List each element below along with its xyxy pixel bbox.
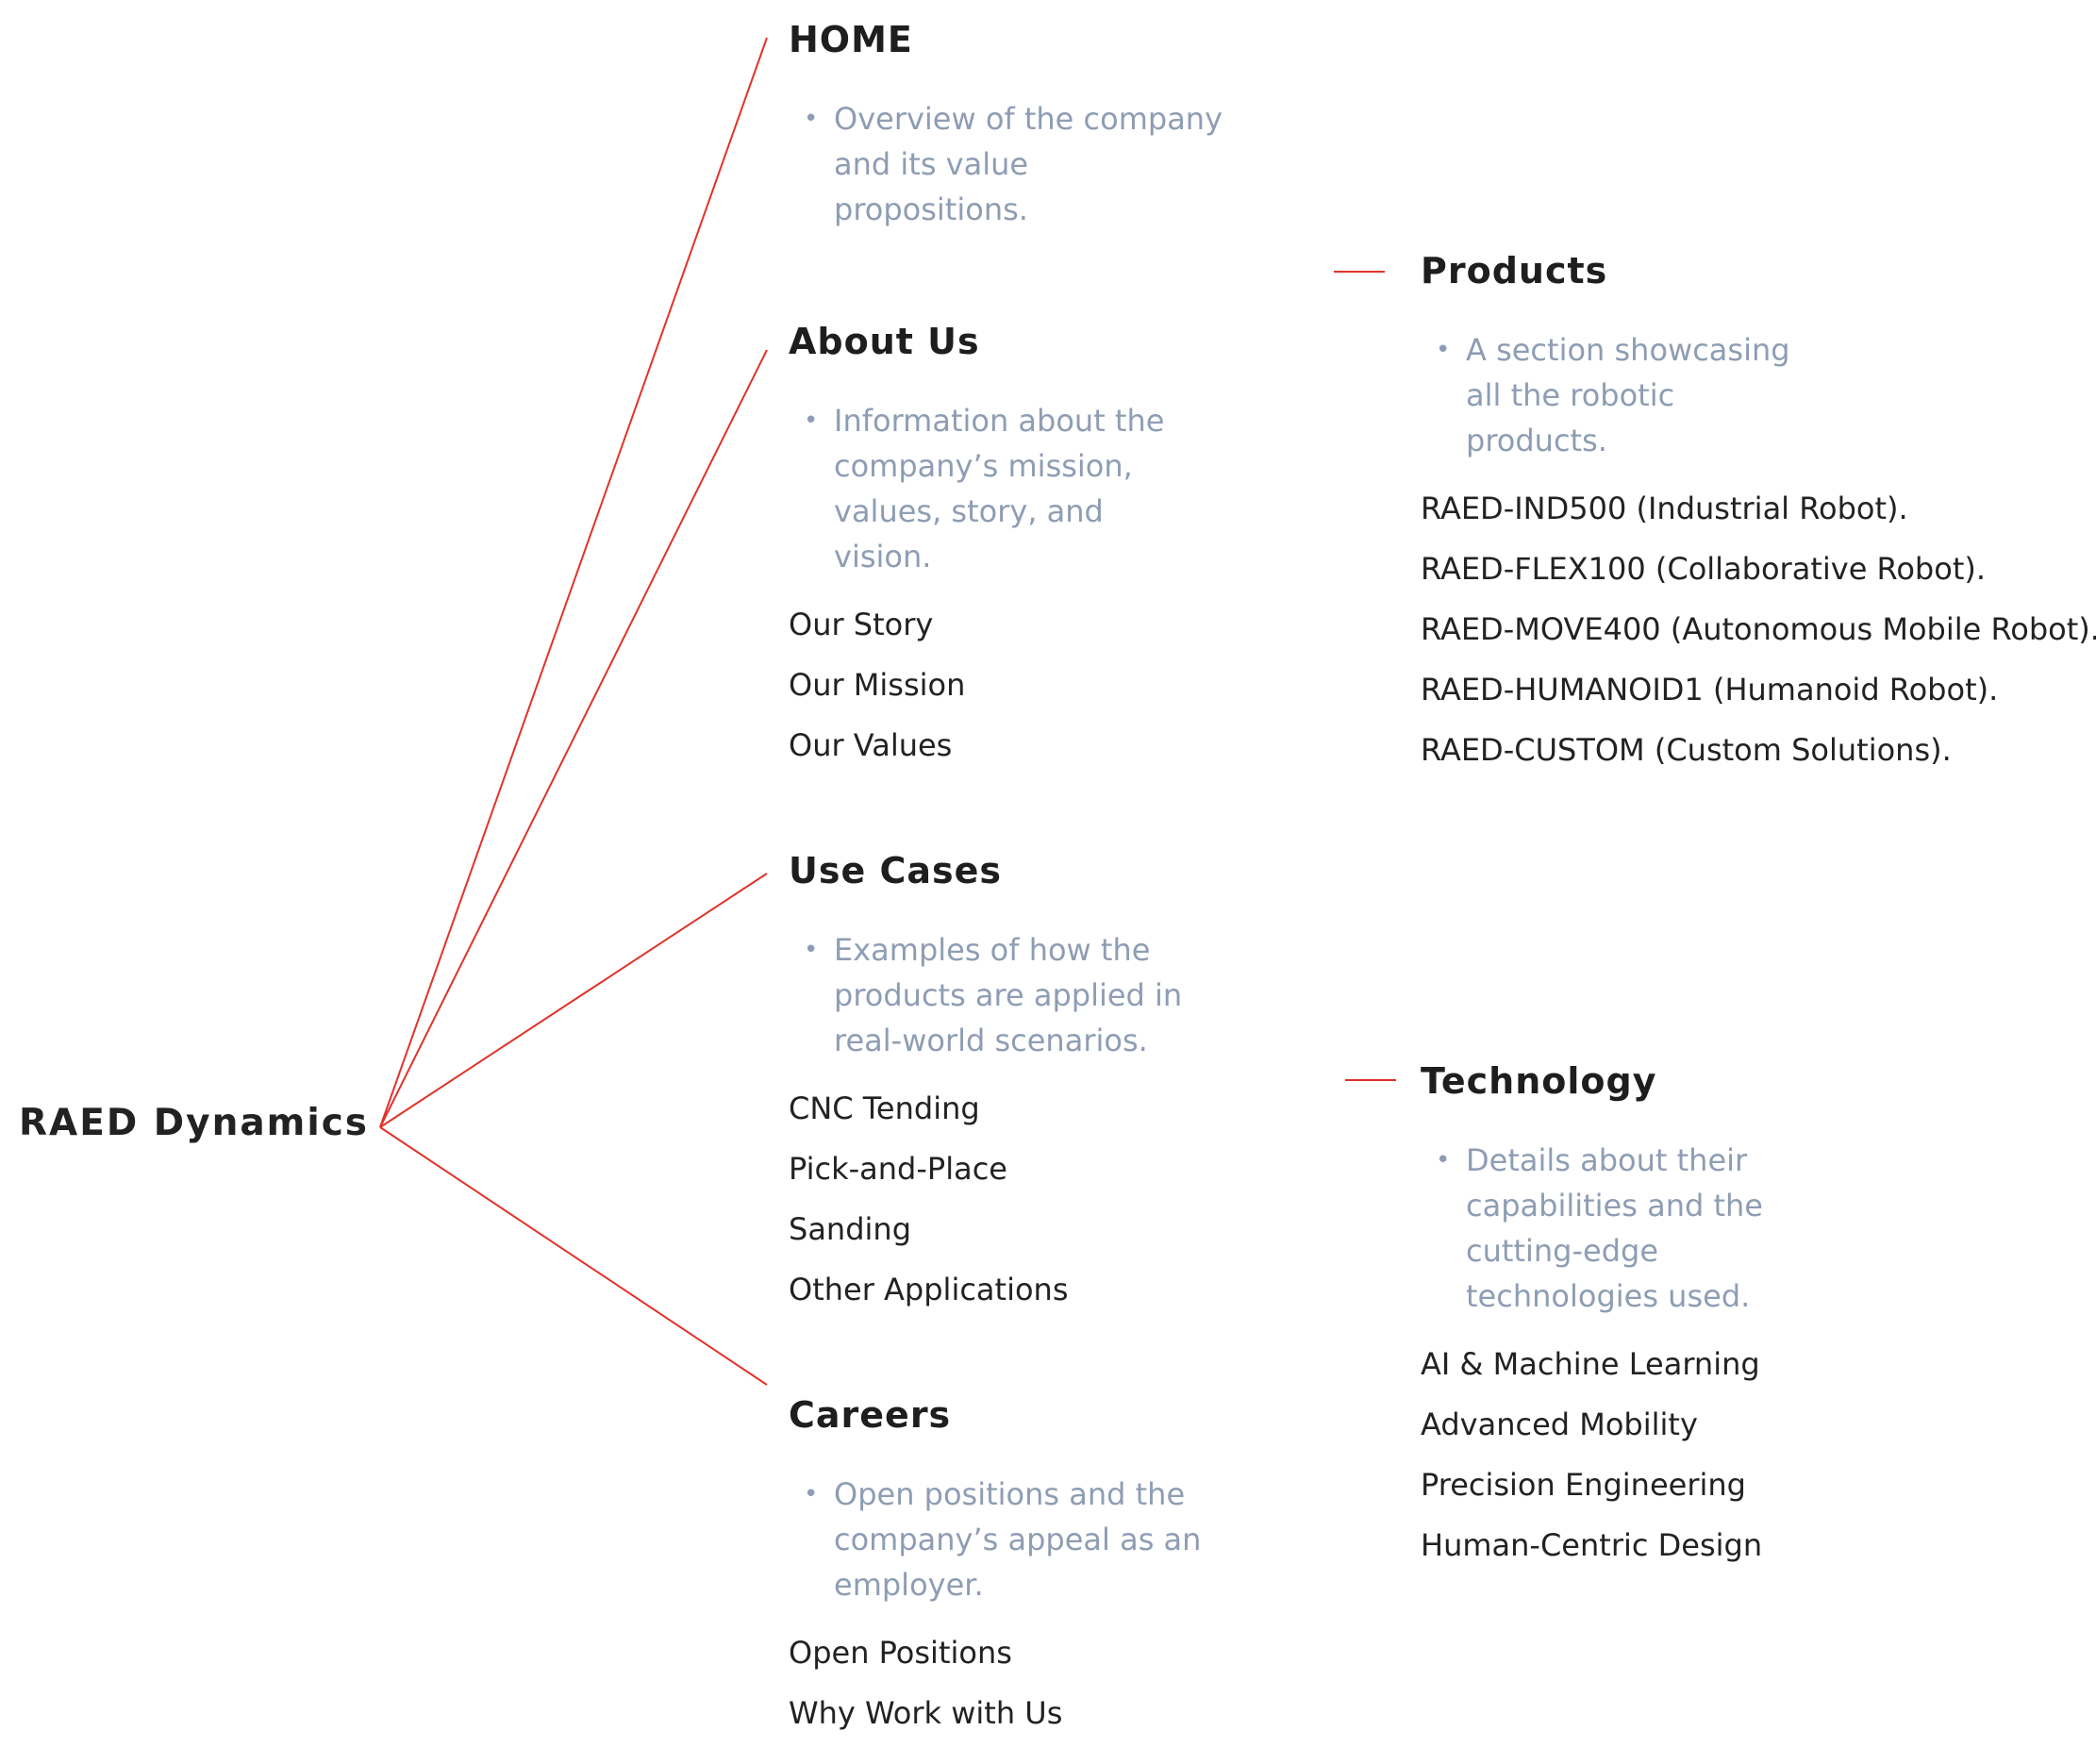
node-title-products: Products: [1421, 250, 1608, 291]
list-item: Sanding: [789, 1211, 911, 1247]
node-products: Products • A section showcasing all the …: [1421, 248, 2096, 780]
node-use-cases: Use Cases • Examples of how the products…: [789, 848, 1449, 1320]
description-text: Details about their capabilities and the…: [1466, 1142, 1763, 1314]
list-item: Advanced Mobility: [1421, 1406, 1698, 1442]
description-text: Information about the company’s mission,…: [834, 403, 1165, 574]
node-title-home: HOME: [789, 19, 913, 60]
node-description-careers: • Open positions and the company’s appea…: [789, 1472, 1449, 1607]
list-item: RAED-FLEX100 (Collaborative Robot).: [1421, 551, 1987, 587]
bullet-icon: •: [804, 1480, 819, 1508]
node-description-home: • Overview of the company and its value …: [789, 96, 1449, 232]
description-text: Open positions and the company’s appeal …: [834, 1476, 1202, 1603]
list-item: Other Applications: [789, 1272, 1069, 1307]
bullet-icon: •: [804, 407, 819, 435]
node-description-about-us: • Information about the company’s missio…: [789, 398, 1449, 579]
list-item: AI & Machine Learning: [1421, 1346, 1760, 1382]
bullet-icon: •: [804, 105, 819, 133]
list-item: Our Mission: [789, 667, 966, 703]
description-text: Overview of the company and its value pr…: [834, 101, 1223, 227]
connector-use-cases: [379, 873, 768, 1128]
list-item: Human-Centric Design: [1421, 1527, 1763, 1563]
description-text: Examples of how the products are applied…: [834, 932, 1183, 1058]
node-about-us: About Us • Information about the company…: [789, 319, 1449, 775]
node-home: HOME • Overview of the company and its v…: [789, 17, 1449, 247]
root-node: RAED Dynamics: [19, 1102, 370, 1144]
list-item: RAED-HUMANOID1 (Humanoid Robot).: [1421, 672, 1999, 707]
node-title-about-us: About Us: [789, 321, 980, 362]
connector-about: [379, 349, 768, 1128]
connector-home: [379, 37, 768, 1128]
node-careers: Careers • Open positions and the company…: [789, 1392, 1449, 1743]
node-description-products: • A section showcasing all the robotic p…: [1421, 327, 2096, 463]
list-item: RAED-MOVE400 (Autonomous Mobile Robot).: [1421, 611, 2096, 647]
list-item: RAED-IND500 (Industrial Robot).: [1421, 491, 1908, 526]
list-item: Our Story: [789, 607, 934, 642]
bullet-icon: •: [1436, 1146, 1451, 1174]
node-description-technology: • Details about their capabilities and t…: [1421, 1138, 2081, 1319]
connector-careers: [379, 1126, 768, 1386]
list-item: RAED-CUSTOM (Custom Solutions).: [1421, 732, 1952, 768]
node-title-technology: Technology: [1421, 1060, 1657, 1102]
bullet-icon: •: [804, 936, 819, 964]
node-technology: Technology • Details about their capabil…: [1421, 1058, 2081, 1575]
node-description-use-cases: • Examples of how the products are appli…: [789, 927, 1449, 1063]
description-text: A section showcasing all the robotic pro…: [1466, 332, 1790, 458]
node-title-use-cases: Use Cases: [789, 850, 1003, 891]
list-item: Pick-and-Place: [789, 1151, 1007, 1187]
node-title-careers: Careers: [789, 1394, 952, 1436]
list-item: CNC Tending: [789, 1090, 980, 1126]
list-item: Precision Engineering: [1421, 1467, 1746, 1503]
bullet-icon: •: [1436, 336, 1451, 364]
list-item: Our Values: [789, 727, 953, 763]
list-item: Open Positions: [789, 1635, 1012, 1671]
list-item: Why Work with Us: [789, 1695, 1063, 1731]
